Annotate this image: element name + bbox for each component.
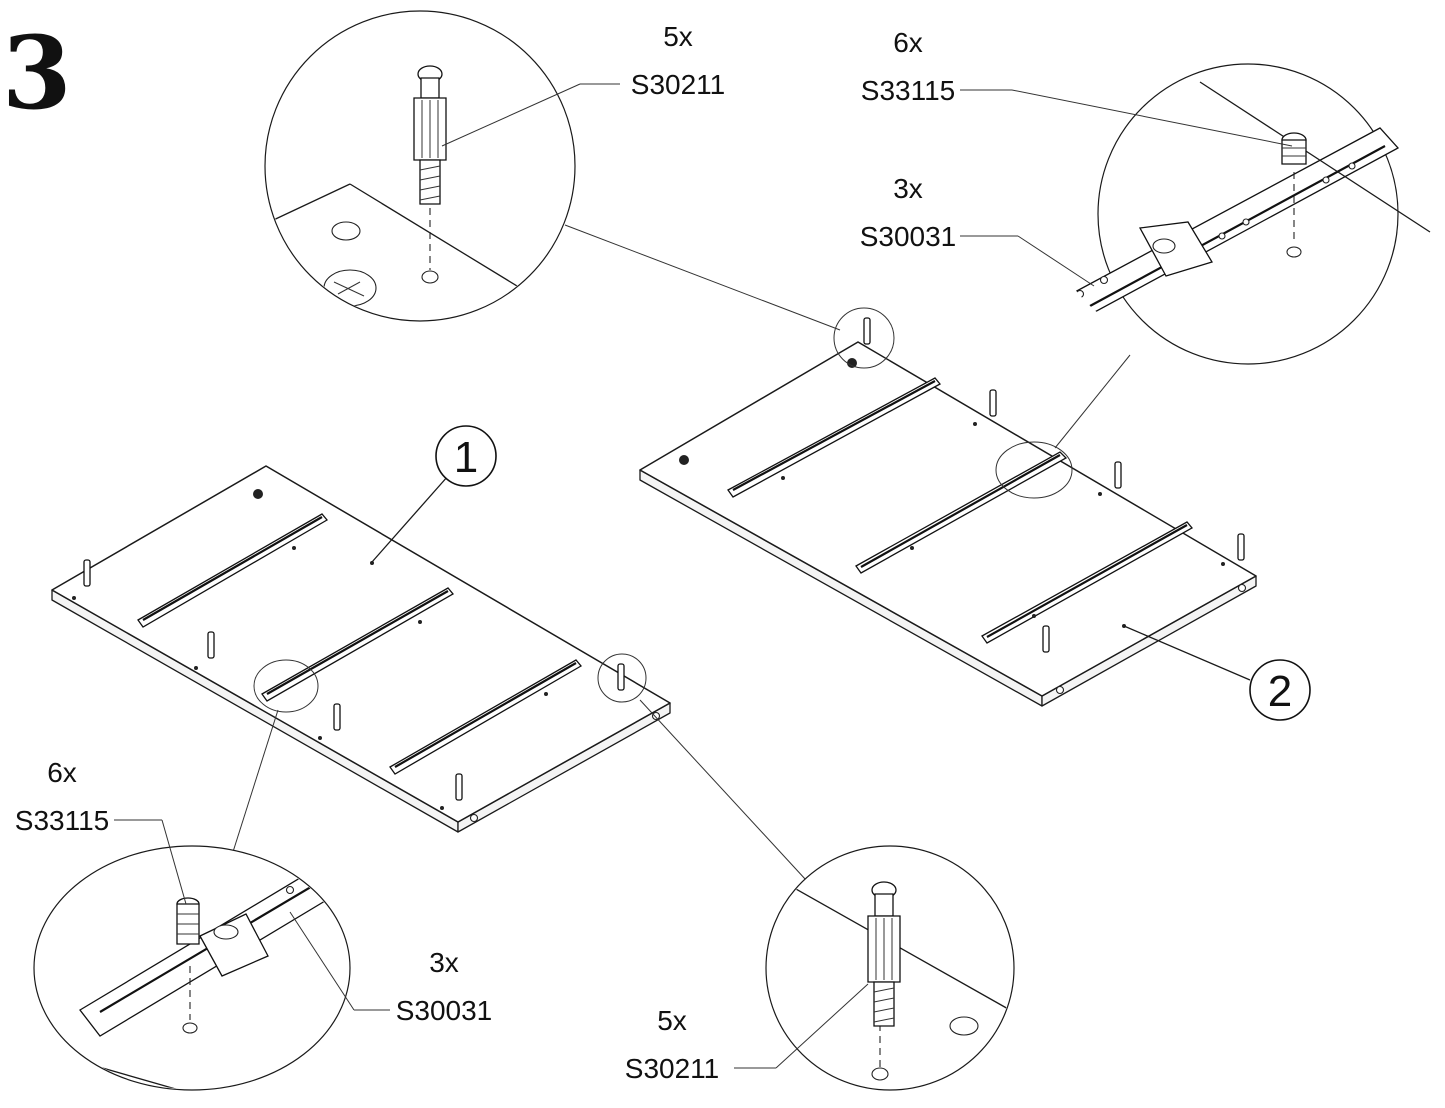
callout-bottom-screw: 3x S30031 — [396, 947, 493, 1026]
detail-left-rail — [33, 819, 390, 1091]
connector-top-dowel — [564, 224, 841, 331]
callout-bottom-dowel-code: S30211 — [625, 1053, 719, 1084]
panel-2-detail-marker-dowel — [833, 307, 895, 369]
connector-left-rail — [231, 709, 279, 856]
part-2-label: 2 — [1123, 625, 1311, 721]
detail-top-rail — [960, 63, 1431, 365]
part-2-number: 2 — [1268, 667, 1292, 716]
callout-left-cam-code: S33115 — [15, 805, 109, 836]
callout-left-cam-qty: 6x — [47, 757, 77, 788]
panel-2-rail-3 — [981, 521, 1193, 644]
panel-2 — [639, 307, 1257, 707]
callout-left-cam: 6x S33115 — [15, 757, 109, 836]
step-number: 3 — [2, 14, 72, 132]
detail-bottom-dowel — [734, 845, 1015, 1091]
part-1-label: 1 — [371, 425, 497, 563]
connector-top-rail — [1054, 354, 1131, 449]
panel-2-rail-2 — [855, 451, 1068, 574]
callout-top-cam-code: S33115 — [861, 75, 955, 106]
callout-bottom-screw-qty: 3x — [429, 947, 459, 978]
callout-bottom-dowel-qty: 5x — [657, 1005, 687, 1036]
callout-top-dowel-code: S30211 — [631, 69, 725, 100]
part-1-number: 1 — [454, 433, 478, 482]
panel-1-rail-2 — [261, 587, 454, 702]
panel-2-detail-marker-rail — [995, 441, 1073, 499]
callout-top-screw-qty: 3x — [893, 173, 923, 204]
panel-2-dowels — [863, 317, 1245, 653]
callout-top-screw-code: S30031 — [860, 221, 957, 252]
callout-top-dowel-qty: 5x — [663, 21, 693, 52]
panel-1-holes — [72, 546, 548, 810]
callout-top-cam-qty: 6x — [893, 27, 923, 58]
callout-bottom-screw-code: S30031 — [396, 995, 493, 1026]
panel-2-rail-1 — [727, 377, 942, 498]
detail-top-dowel — [264, 10, 620, 322]
panel-1-detail-marker-dowel — [597, 653, 647, 703]
callout-top-screw: 3x S30031 — [860, 173, 957, 252]
panel-1-dowels — [83, 559, 625, 801]
callout-top-dowel: 5x S30211 — [631, 21, 725, 100]
panel-1 — [51, 465, 671, 833]
panel-1-detail-marker-rail — [253, 659, 319, 713]
callout-top-cam: 6x S33115 — [861, 27, 955, 106]
callout-bottom-dowel: 5x S30211 — [625, 1005, 719, 1084]
connector-bottom-dowel — [639, 699, 807, 881]
panel-1-rail-1 — [137, 513, 328, 628]
panel-2-holes — [781, 422, 1225, 618]
panel-1-rail-3 — [389, 659, 582, 775]
